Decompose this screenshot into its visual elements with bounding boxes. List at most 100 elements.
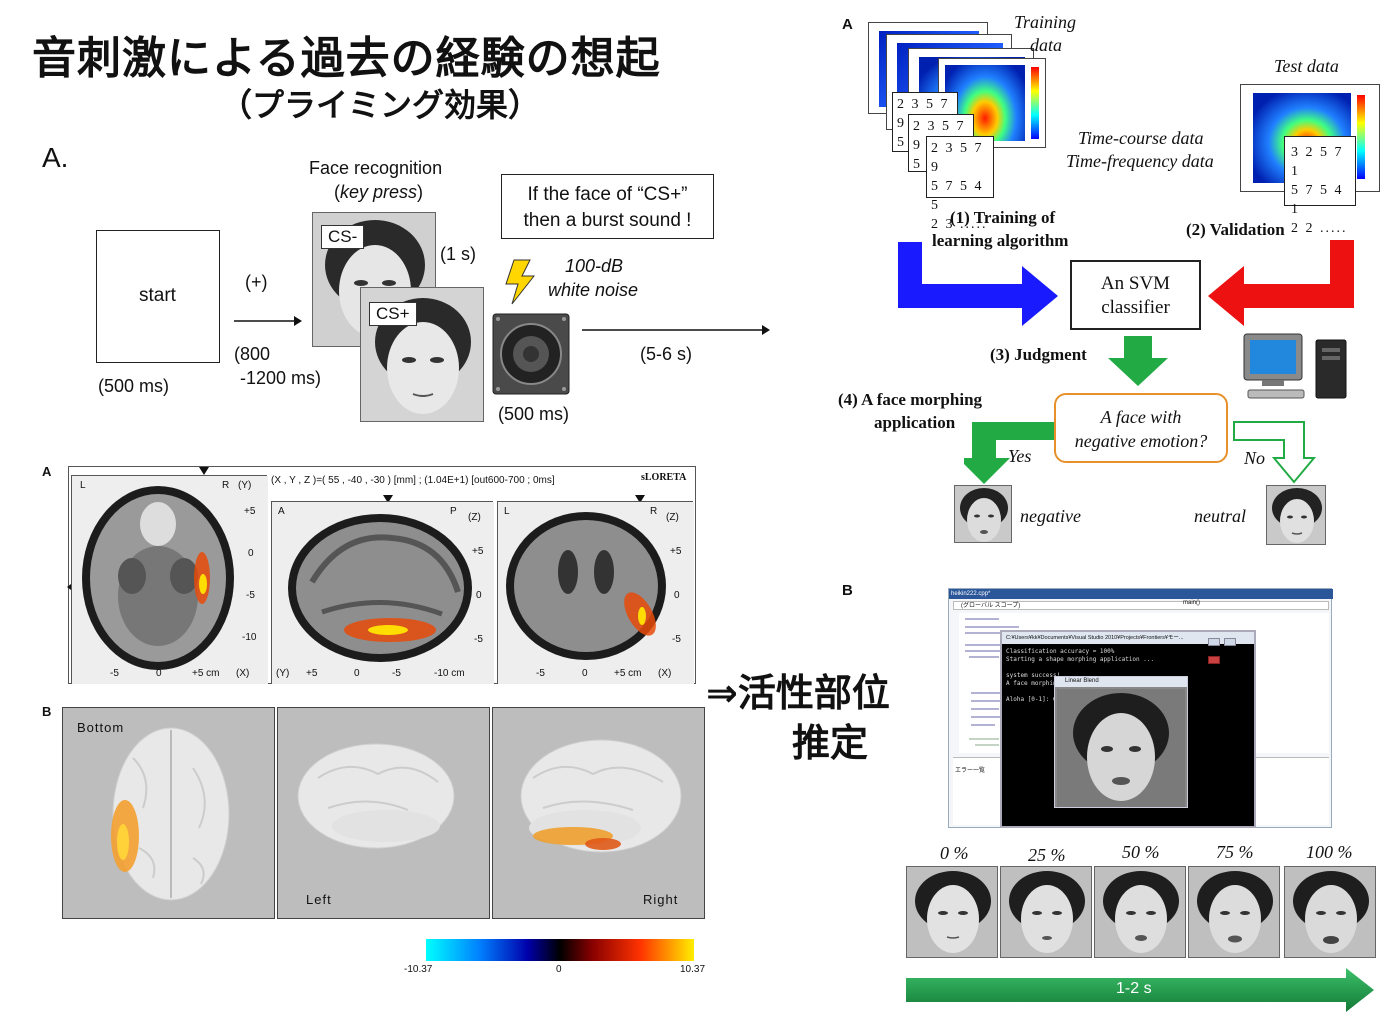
face-recognition-label: Face recognition	[309, 158, 443, 178]
burst-sound-box: If the face of “CS+” then a burst sound …	[501, 174, 714, 239]
neutral-face	[1266, 485, 1326, 545]
step3-label: (3) Judgment	[990, 345, 1087, 364]
morph-face-75	[1188, 866, 1280, 958]
question-line-1: A face with	[1100, 407, 1182, 427]
sagittal-xtick: +5	[306, 668, 318, 679]
sound-duration: (500 ms)	[498, 404, 570, 424]
axial-xtick: +5 cm	[192, 668, 220, 679]
start-duration: (500 ms)	[98, 376, 170, 396]
colorbar-mid: 0	[556, 964, 562, 975]
face-photo-icon	[955, 486, 1011, 542]
blue-arrow	[898, 242, 1058, 326]
no-arrow	[1233, 421, 1316, 484]
morph-percent-25: 25 %	[1028, 845, 1066, 865]
console-line	[1006, 664, 1154, 672]
step4-label-1: (4) A face morphing	[838, 390, 983, 409]
ide-error-list[interactable]: エラー一覧	[955, 768, 986, 774]
training-data-label-2: data	[1030, 35, 1063, 55]
colorbar-max: 10.37	[680, 964, 706, 975]
axial-l: L	[80, 480, 86, 491]
marker-triangle-icon	[383, 495, 393, 503]
ide-tab[interactable]: heikin222.cpp*	[951, 591, 991, 597]
training-data-label-1: Training	[1014, 12, 1077, 32]
page-title: 音刺激による過去の経験の想起	[32, 33, 661, 84]
eeg-label-a: A	[42, 464, 52, 479]
morph-duration: 1-2 s	[1116, 980, 1152, 997]
close-icon[interactable]	[1208, 656, 1220, 664]
colorbar-min: -10.37	[404, 964, 433, 975]
ide-scope[interactable]: (グローバル スコープ)	[961, 603, 1021, 609]
key-press-close: )	[417, 182, 424, 202]
linear-blend-window: Linear Blend	[1054, 676, 1188, 808]
axial-tick: 0	[248, 548, 254, 559]
protocol-panel-label: A.	[42, 142, 69, 173]
coronal-xtick: +5 cm	[614, 668, 642, 679]
face-photo-icon	[1285, 867, 1375, 957]
coronal-tick: -5	[672, 634, 681, 645]
console-line: Classification accuracy = 100%	[1006, 648, 1115, 655]
yes-arrow	[964, 422, 1054, 484]
step4-label-2: application	[874, 413, 956, 432]
step1-label-2: learning algorithm	[932, 231, 1069, 250]
arrow-to-faces	[234, 316, 302, 326]
question-box: A face with negative emotion?	[1054, 393, 1228, 463]
console-controls	[1208, 633, 1252, 664]
sagittal-a: A	[278, 506, 285, 517]
burst-line-1: If the face of “CS+”	[527, 184, 688, 205]
sagittal-xtick: -10 cm	[434, 668, 465, 679]
console-line: Aloha [0-1]: 0	[1006, 696, 1057, 703]
sagittal-p: P	[450, 506, 457, 517]
cs-plus-face: CS+	[360, 287, 484, 422]
negative-label: negative	[1020, 506, 1081, 526]
axial-xtick: (X)	[236, 668, 250, 679]
sagittal-z-axis: (Z)	[468, 512, 481, 523]
sagittal-tick: +5	[472, 546, 484, 557]
step1-label-1: (1) Training of	[950, 208, 1056, 227]
coronal-z-axis: (Z)	[666, 512, 679, 523]
sloreta-panel: (X , Y , Z )=( 55 , -40 , -30 ) [mm] ; (…	[67, 466, 696, 684]
start-box: start	[96, 230, 220, 363]
face-photo-icon	[1189, 867, 1279, 957]
key-press-text: key press	[340, 182, 418, 202]
axial-r: R	[222, 480, 230, 491]
test-digit-card: 3 2 5 7 1 5 7 5 4 1 2 2 .....	[1284, 136, 1356, 236]
maximize-icon[interactable]	[1224, 638, 1237, 646]
arrow-iti	[582, 325, 770, 335]
sagittal-xtick: -5	[392, 668, 401, 679]
morph-percent-50: 50 %	[1122, 842, 1160, 862]
face-photo-icon	[361, 288, 483, 421]
coronal-xtick: (X)	[658, 668, 672, 679]
classifier-line-2: classifier	[1101, 297, 1170, 318]
sound-level: 100-dB	[565, 256, 624, 276]
morph-face-0	[906, 866, 998, 958]
axial-tick: +5	[244, 506, 256, 517]
digit-card: 2 3 5 7 9 5 7 5 4 5 2 3 .....	[926, 136, 994, 232]
coronal-xtick: -5	[536, 668, 545, 679]
console-line: A face morphin	[1006, 680, 1057, 687]
green-down-arrow	[1108, 336, 1168, 386]
morph-percent-0: 0 %	[940, 843, 969, 863]
face-photo-icon	[1267, 486, 1325, 544]
no-label: No	[1244, 448, 1266, 468]
coronal-r: R	[650, 506, 658, 517]
coronal-xtick: 0	[582, 668, 588, 679]
brain-view-bottom: Bottom	[62, 707, 275, 919]
sagittal-xtick: 0	[354, 668, 360, 679]
mri-coronal-view: L R (Z) +5 0 -5 -5 0 +5 cm (X)	[497, 501, 694, 684]
minimize-icon[interactable]	[1208, 638, 1220, 646]
morph-face-100	[1284, 866, 1376, 958]
start-label: start	[139, 285, 176, 306]
sagittal-xtick: (Y)	[276, 668, 290, 679]
axial-y-axis: (Y)	[238, 480, 252, 491]
time-frequency-label: Time-frequency data	[1066, 151, 1214, 171]
ide-function[interactable]: main()	[1183, 600, 1201, 606]
morph-percent-100: 100 %	[1306, 842, 1353, 862]
axial-tick: -5	[246, 590, 255, 601]
key-press-open: (	[334, 182, 340, 202]
sloreta-software: sLORETA	[641, 472, 687, 483]
marker-triangle-icon	[635, 495, 645, 503]
brain-view-left: Left	[277, 707, 490, 919]
face-photo-icon	[1095, 867, 1185, 957]
coronal-tick: 0	[674, 590, 680, 601]
coronal-tick: +5	[670, 546, 682, 557]
